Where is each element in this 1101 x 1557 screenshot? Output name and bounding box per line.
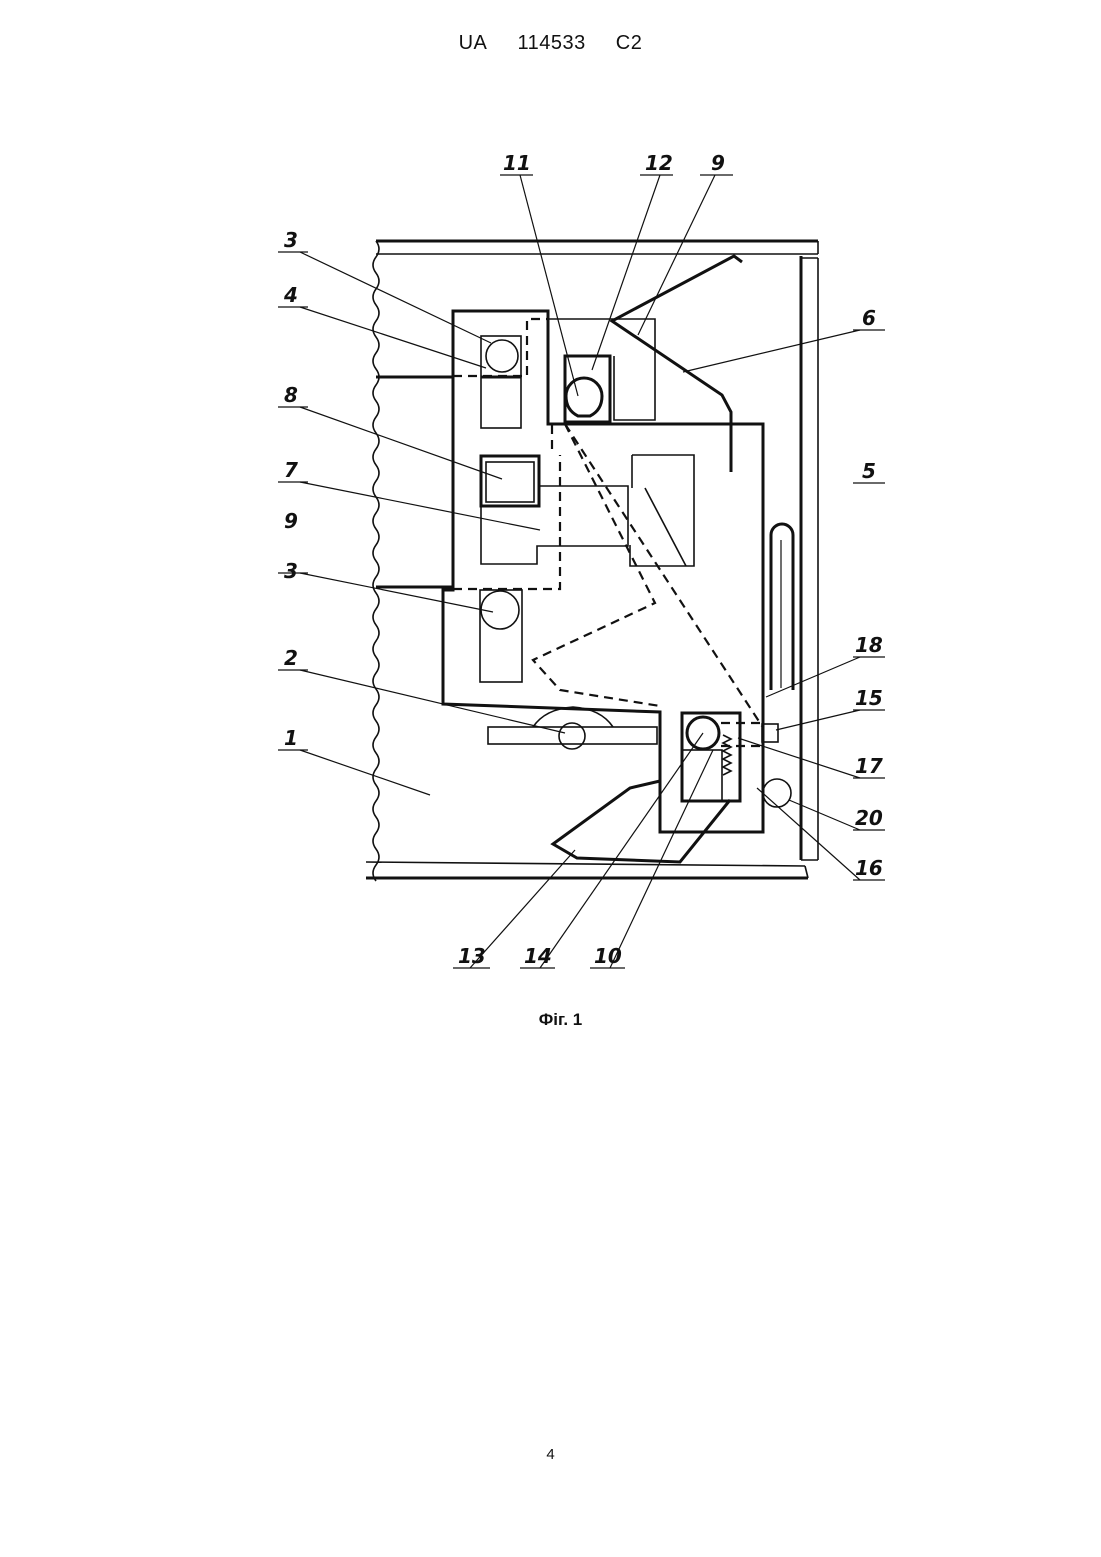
frame <box>366 241 818 881</box>
lever-7 <box>630 455 694 566</box>
label-10: 10 <box>594 944 622 968</box>
label-16: 16 <box>855 856 883 880</box>
label-9-top: 9 <box>711 151 725 175</box>
roller-housing-upper <box>481 336 521 428</box>
label-2: 2 <box>284 646 298 670</box>
label-5: 5 <box>862 459 876 483</box>
label-8: 8 <box>284 383 298 407</box>
label-9-left: 9 <box>284 509 298 533</box>
label-11: 11 <box>503 151 531 175</box>
roller-housing-lower <box>480 590 522 682</box>
body-outline <box>376 311 763 832</box>
label-3-low: 3 <box>284 559 298 583</box>
label-17: 17 <box>855 754 883 778</box>
slot-18 <box>771 524 793 690</box>
label-3-top: 3 <box>284 228 298 252</box>
page-number: 4 <box>0 1446 1101 1463</box>
latch-2 <box>488 707 657 749</box>
label-20: 20 <box>855 806 883 830</box>
label-12: 12 <box>645 151 673 175</box>
block-8 <box>481 456 628 564</box>
label-18: 18 <box>855 633 883 657</box>
roller-20 <box>763 779 791 807</box>
label-1: 1 <box>284 726 298 750</box>
label-13: 13 <box>458 944 486 968</box>
block-12 <box>548 319 655 422</box>
label-6: 6 <box>862 306 876 330</box>
label-15: 15 <box>855 686 883 710</box>
bent-plate-6 <box>612 256 742 472</box>
figure-caption: Фiг. 1 <box>0 1010 1101 1030</box>
label-4: 4 <box>283 283 298 307</box>
label-7: 7 <box>284 458 298 482</box>
label-14: 14 <box>524 944 552 968</box>
